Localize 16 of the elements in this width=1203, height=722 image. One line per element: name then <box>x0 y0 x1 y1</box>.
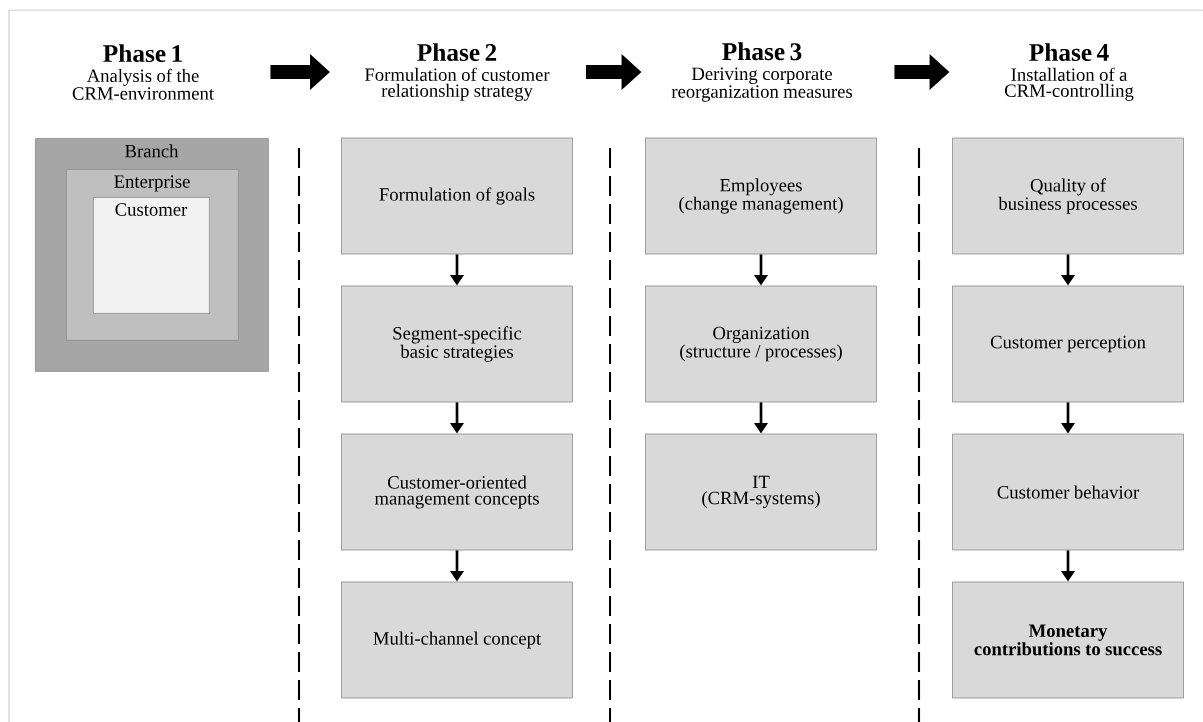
process-box: Organization (structure / processes) <box>645 285 877 403</box>
process-box: Segment-specific basic strategies <box>341 285 573 403</box>
process-box: Quality of business processes <box>952 137 1184 255</box>
nested-box: Customer <box>93 197 210 314</box>
process-box: Customer-oriented management concepts <box>341 433 573 551</box>
phase-heading: Phase 2 Formulation of customer relationship strategy <box>364 43 550 101</box>
process-box: Monetary contributions to success <box>952 581 1184 699</box>
process-box: IT (CRM-systems) <box>645 433 877 551</box>
process-box: Formulation of goals <box>341 137 573 255</box>
process-box: Multi-channel concept <box>341 581 573 699</box>
process-box: Employees (change management) <box>645 137 877 255</box>
phase-heading: Phase 3 Deriving corporate reorganization measures <box>671 42 852 102</box>
phase-heading: Phase 4 Installation of a CRM-controlling <box>1004 43 1134 101</box>
process-box: Customer perception <box>952 285 1184 403</box>
process-box: Customer behavior <box>952 433 1184 551</box>
phase-heading: Phase 1 Analysis of the CRM-environment <box>72 44 214 100</box>
